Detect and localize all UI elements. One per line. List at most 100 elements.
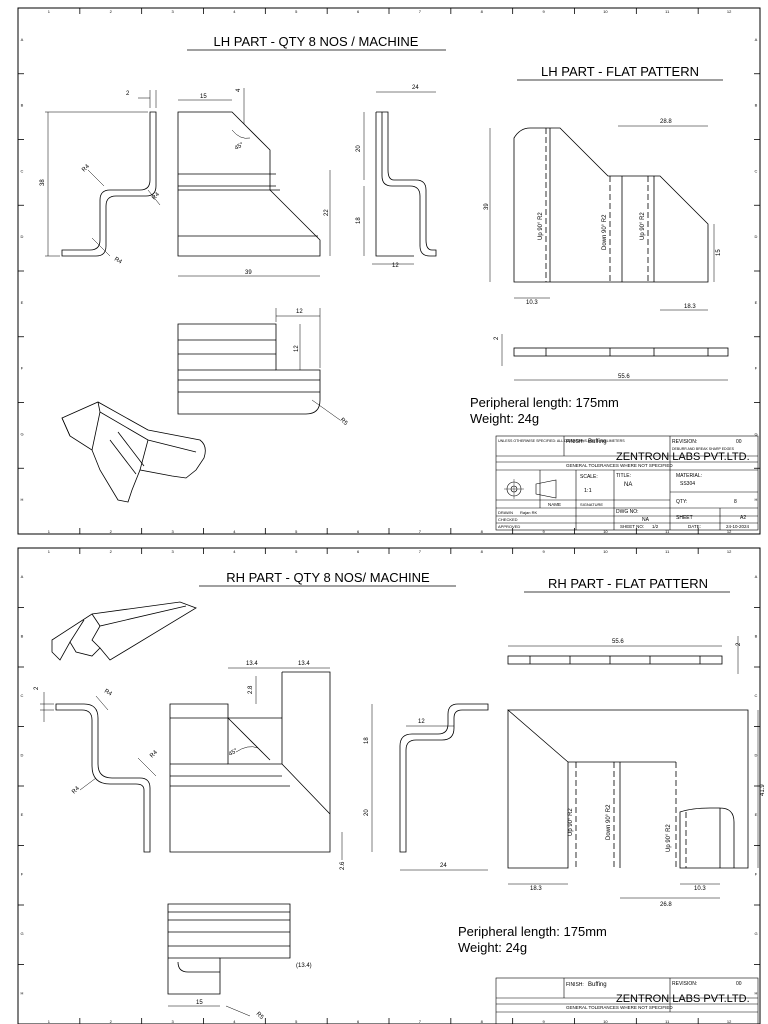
grid-column-label: 6: [357, 549, 360, 554]
grid-row-label: A: [21, 574, 24, 579]
rh-tb-company: ZENTRON LABS PVT.LTD.: [616, 993, 750, 1005]
grid-column-label: 3: [171, 9, 174, 14]
rh-dim-13-4c: (13.4): [296, 963, 312, 969]
grid-row-label: B: [755, 103, 758, 108]
grid-column-label: 12: [727, 549, 732, 554]
grid-column-label: 5: [295, 529, 298, 534]
lh-dim-4: 4: [236, 88, 242, 92]
grid-column-label: 10: [603, 9, 608, 14]
grid-row-label: E: [755, 300, 758, 305]
grid-column-label: 8: [481, 1019, 484, 1024]
lh-tb-sheet-size: A2: [740, 515, 746, 521]
lh-dim-r5: R5: [339, 417, 349, 427]
rh-flat-dim-18-3: 18.3: [530, 886, 542, 892]
grid-row-label: E: [21, 300, 24, 305]
rh-dim-2-8: 2.8: [248, 685, 254, 694]
lh-tb-sheet-no: 1/2: [652, 524, 659, 529]
grid-column-label: 10: [603, 1019, 608, 1024]
rh-bend-label-1: Up 90° R2: [568, 808, 574, 836]
rh-strip-dim-2: 2: [736, 642, 742, 646]
lh-tb-finish-label: FINISH:: [566, 439, 584, 445]
lh-tb-title: NA: [624, 482, 632, 488]
grid-column-label: 7: [419, 1019, 422, 1024]
grid-column-label: 3: [171, 549, 174, 554]
lh-tb-scale: 1:1: [584, 488, 592, 494]
lh-tb-material-label: MATERIAL:: [676, 473, 702, 479]
rh-dim-13-4b: 13.4: [298, 661, 310, 667]
grid-row-label: D: [755, 234, 758, 239]
lh-dim-15: 15: [200, 94, 207, 100]
lh-bend-label-2: Down 90° R2: [602, 214, 608, 250]
rh-dim-18: 18: [364, 737, 370, 744]
rh-tb-tolerance: GENERAL TOLERANCES WHERE NOT SPECIFIED: [566, 1005, 673, 1010]
rh-dim-15: 15: [196, 1000, 203, 1006]
grid-column-label: 1: [48, 549, 51, 554]
grid-row-label: G: [754, 431, 757, 436]
lh-dim-12b: 12: [296, 309, 303, 315]
rh-dim-45: 45°: [228, 748, 239, 758]
grid-row-label: A: [755, 574, 758, 579]
grid-column-label: 7: [419, 549, 422, 554]
lh-tb-drawn-label: DRAWN: [498, 510, 513, 515]
lh-tb-qty-label: QTY:: [676, 499, 687, 505]
rh-tb-revision: 00: [736, 981, 742, 987]
grid-column-label: 7: [419, 529, 422, 534]
lh-dim-39: 39: [245, 270, 252, 276]
grid-row-label: D: [755, 752, 758, 757]
lh-tb-deburr: DEBURR AND BREAK SHARP EDGES: [672, 447, 735, 451]
grid-column-label: 2: [110, 549, 113, 554]
lh-tb-name-label: NAME: [548, 502, 561, 507]
rh-flat-dim-41-9: 41.9: [760, 784, 766, 796]
lh-flat-pattern: [489, 125, 715, 311]
lh-dim-r4c: R4: [113, 257, 123, 266]
grid-row-label: C: [755, 693, 758, 698]
lh-tb-signature-label: SIGNATURE: [580, 502, 603, 507]
grid-row-label: F: [755, 871, 758, 876]
rh-dim-r4c: R4: [71, 785, 81, 795]
grid-row-label: F: [21, 366, 24, 371]
rh-bend-label-3: Up 90° R2: [666, 824, 672, 852]
grid-row-label: A: [21, 37, 24, 42]
grid-column-label: 10: [603, 529, 608, 534]
grid-column-label: 12: [727, 1019, 732, 1024]
lh-flat-pattern-title: LH PART - FLAT PATTERN: [541, 64, 699, 79]
grid-row-label: F: [21, 871, 24, 876]
rh-right-side-view: [371, 703, 489, 871]
grid-row-label: D: [21, 234, 24, 239]
lh-tb-note: UNLESS OTHERWISE SPECIFIED: ALL DIMENSIO…: [498, 439, 625, 443]
rh-flat-pattern: [507, 709, 759, 899]
grid-column-label: 8: [481, 549, 484, 554]
lh-dim-12: 12: [392, 263, 399, 269]
grid-row-label: H: [21, 497, 24, 502]
grid-column-label: 11: [665, 1019, 670, 1024]
lh-dim-r4b: R4: [151, 191, 161, 201]
lh-title-block: [495, 435, 759, 531]
grid-row-label: H: [755, 497, 758, 502]
lh-dim-18: 18: [356, 217, 362, 224]
rh-tb-revision-label: REVISION:: [672, 981, 697, 987]
rh-flat-pattern-title: RH PART - FLAT PATTERN: [548, 576, 708, 591]
lh-tb-qty: 8: [734, 499, 737, 505]
grid-column-label: 1: [48, 9, 51, 14]
grid-column-label: 10: [603, 549, 608, 554]
grid-column-label: 2: [110, 1019, 113, 1024]
rh-dim-13-4a: 13.4: [246, 661, 258, 667]
lh-dim-2: 2: [126, 91, 130, 97]
lh-tb-checked-label: CHECKED: [498, 517, 518, 522]
lh-right-side-view: [363, 91, 437, 265]
rh-tb-finish-label: FINISH:: [566, 982, 584, 988]
grid-row-label: H: [21, 990, 24, 995]
grid-column-label: 9: [542, 9, 545, 14]
rh-dim-r5: R5: [255, 1011, 265, 1021]
lh-tb-date-label: DATE:: [688, 524, 701, 529]
grid-column-label: 11: [665, 529, 670, 534]
lh-tb-finish: Buffing: [588, 439, 607, 445]
lh-tb-scale-label: SCALE:: [580, 474, 598, 480]
grid-column-label: 7: [419, 9, 422, 14]
lh-tb-sheet-no-label: SHEET NO:: [620, 524, 644, 529]
grid-row-label: E: [21, 812, 24, 817]
lh-top-view: [177, 308, 341, 421]
grid-column-label: 9: [542, 1019, 545, 1024]
grid-row-label: B: [21, 633, 24, 638]
